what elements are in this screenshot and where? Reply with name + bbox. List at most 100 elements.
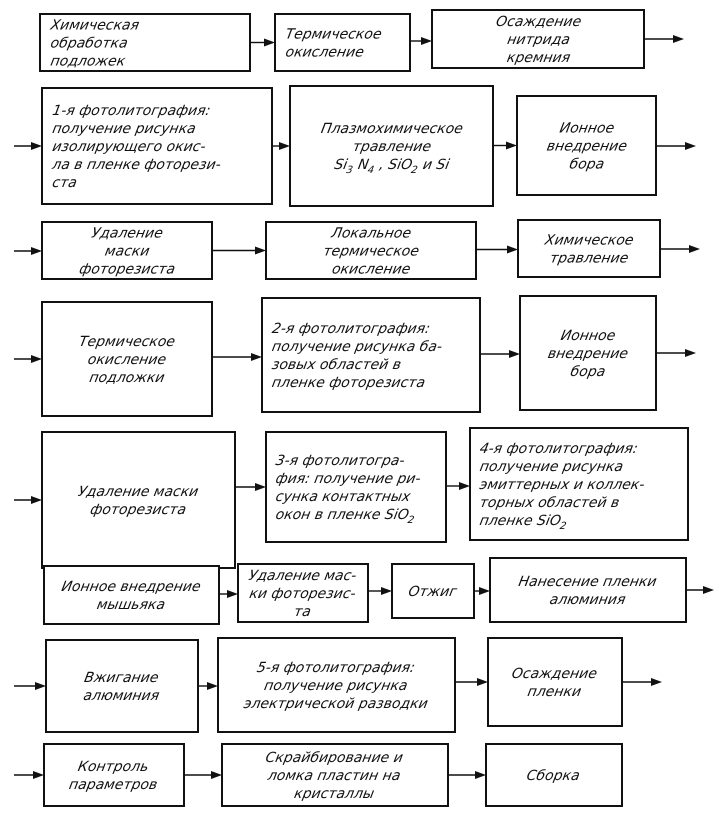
label-text: Ионное внедрение bbox=[60, 579, 202, 595]
flow-arrow bbox=[493, 141, 517, 150]
step-label-line: внедрение bbox=[545, 139, 628, 155]
step-label-line: 1-я фотолитография: bbox=[51, 103, 212, 119]
label-text: Нанесение пленки bbox=[517, 574, 658, 590]
label-text: бора bbox=[568, 157, 606, 173]
step-label-line: фоторезиста bbox=[78, 262, 177, 278]
step-label-line: нитрида bbox=[506, 32, 572, 48]
step-label-line: 4-я фотолитография: bbox=[478, 441, 639, 457]
step-label-line: зовых областей в bbox=[271, 357, 403, 373]
step-label-line: Удаление bbox=[90, 226, 164, 242]
baseline-reset: ​ bbox=[414, 507, 417, 523]
label-text: зовых областей в bbox=[271, 357, 403, 373]
label-subscript: 2 bbox=[559, 521, 567, 532]
step-label-line: травление bbox=[549, 251, 630, 267]
label-text: Сборка bbox=[525, 768, 581, 784]
label-text: 2-я фотолитография: bbox=[271, 321, 432, 337]
step-box-s17: Удаление мас-ки фоторезис-та bbox=[237, 563, 369, 623]
step-label-line: получение рисунка bbox=[263, 678, 409, 694]
step-label-line: подложек bbox=[49, 54, 127, 70]
step-label-line: Плазмохимическое bbox=[320, 121, 465, 137]
label-subscript: 2 bbox=[410, 165, 418, 176]
baseline-reset: ​ bbox=[417, 157, 420, 173]
label-text: ломка пластин на bbox=[266, 768, 402, 784]
step-label-line: получение рисунка bbox=[478, 459, 624, 475]
step-label-line: Ионное bbox=[559, 328, 617, 344]
label-text: изолирующего окис- bbox=[51, 139, 207, 155]
label-text: маски bbox=[104, 244, 151, 260]
exit-arrow bbox=[644, 35, 684, 43]
entry-arrow bbox=[14, 142, 42, 150]
label-text: Отжиг bbox=[407, 584, 459, 600]
step-box-frame bbox=[274, 13, 411, 72]
step-box-frame bbox=[487, 637, 623, 727]
label-text: получение рисунка bbox=[263, 678, 409, 694]
step-label-line: Химическая bbox=[48, 18, 141, 34]
label-text: 5-я фотолитография: bbox=[256, 660, 417, 676]
step-label-line: окисление bbox=[284, 45, 365, 61]
label-text: 1-я фотолитография: bbox=[51, 103, 212, 119]
flow-arrow bbox=[446, 482, 470, 490]
label-text: травление bbox=[549, 251, 630, 267]
step-label-line: Отжиг bbox=[407, 584, 459, 600]
entry-arrow bbox=[14, 682, 46, 690]
step-label-line: сунка контактных bbox=[274, 489, 412, 505]
label-text: Ионное bbox=[559, 328, 617, 344]
step-label-line: ки фоторезис- bbox=[248, 586, 357, 602]
label-text: подложек bbox=[49, 54, 127, 70]
step-box-s18: Отжиг bbox=[391, 563, 475, 619]
label-subscript: 4 bbox=[367, 165, 375, 176]
step-label-line: получение рисунка bbox=[51, 121, 197, 137]
label-text: ста bbox=[51, 175, 78, 191]
step-box-s21: 5-я фотолитография:получение рисункаэлек… bbox=[217, 637, 456, 733]
label-text: 4-я фотолитография: bbox=[478, 441, 639, 457]
step-box-frame bbox=[217, 637, 456, 733]
step-box-s4: 1-я фотолитография: получение рисунка изол… bbox=[41, 87, 273, 205]
step-box-frame bbox=[517, 219, 661, 278]
label-text: и Si bbox=[417, 157, 451, 173]
flow-arrow bbox=[410, 37, 432, 45]
label-text: N bbox=[352, 157, 370, 173]
step-label-line: Осаждение bbox=[495, 14, 583, 30]
step-label-line: параметров bbox=[68, 777, 159, 793]
step-box-s23: Контроль параметров bbox=[43, 743, 185, 807]
step-label-line: Сборка bbox=[525, 768, 581, 784]
step-label-line: Ионное bbox=[558, 121, 616, 137]
label-text: обработка bbox=[49, 36, 129, 52]
step-label-line: получение рисунка ба- bbox=[271, 339, 444, 355]
step-box-s16: Ионное внедрение мышьяка bbox=[43, 565, 220, 625]
step-label-line: 3-я фотолитогра- bbox=[274, 453, 406, 469]
label-text: 3-я фотолитогра- bbox=[274, 453, 406, 469]
flow-arrow bbox=[480, 350, 520, 358]
step-label-line: Вжигание bbox=[83, 670, 160, 686]
step-label-line: травление bbox=[351, 139, 432, 155]
flow-arrow bbox=[474, 587, 490, 595]
label-text: Si bbox=[333, 157, 349, 173]
label-subscript: 3 bbox=[345, 165, 353, 176]
exit-arrow bbox=[656, 349, 696, 357]
label-text: алюминия bbox=[548, 592, 627, 608]
label-text: окон в пленке SiO bbox=[274, 507, 410, 523]
step-label-line: 2-я фотолитография: bbox=[271, 321, 432, 337]
label-text: внедрение bbox=[547, 346, 630, 362]
step-label-line: маски bbox=[104, 244, 151, 260]
label-text: мышьяка bbox=[96, 597, 167, 613]
step-label-line: кристаллы bbox=[293, 786, 376, 802]
step-label-line: Локальное bbox=[329, 226, 413, 242]
exit-arrow bbox=[656, 142, 696, 150]
label-text: пленки bbox=[526, 684, 582, 700]
flow-arrow bbox=[250, 38, 275, 47]
label-text: ла в пленке фоторези- bbox=[50, 157, 222, 173]
label-text: параметров bbox=[68, 777, 159, 793]
step-label-line: Удаление мас- bbox=[247, 568, 357, 584]
step-label-line: окисление bbox=[86, 352, 167, 368]
label-text: Контроль bbox=[77, 759, 150, 775]
step-box-s1: Химическая обработка подложек bbox=[39, 13, 251, 72]
step-box-frame bbox=[43, 565, 220, 625]
